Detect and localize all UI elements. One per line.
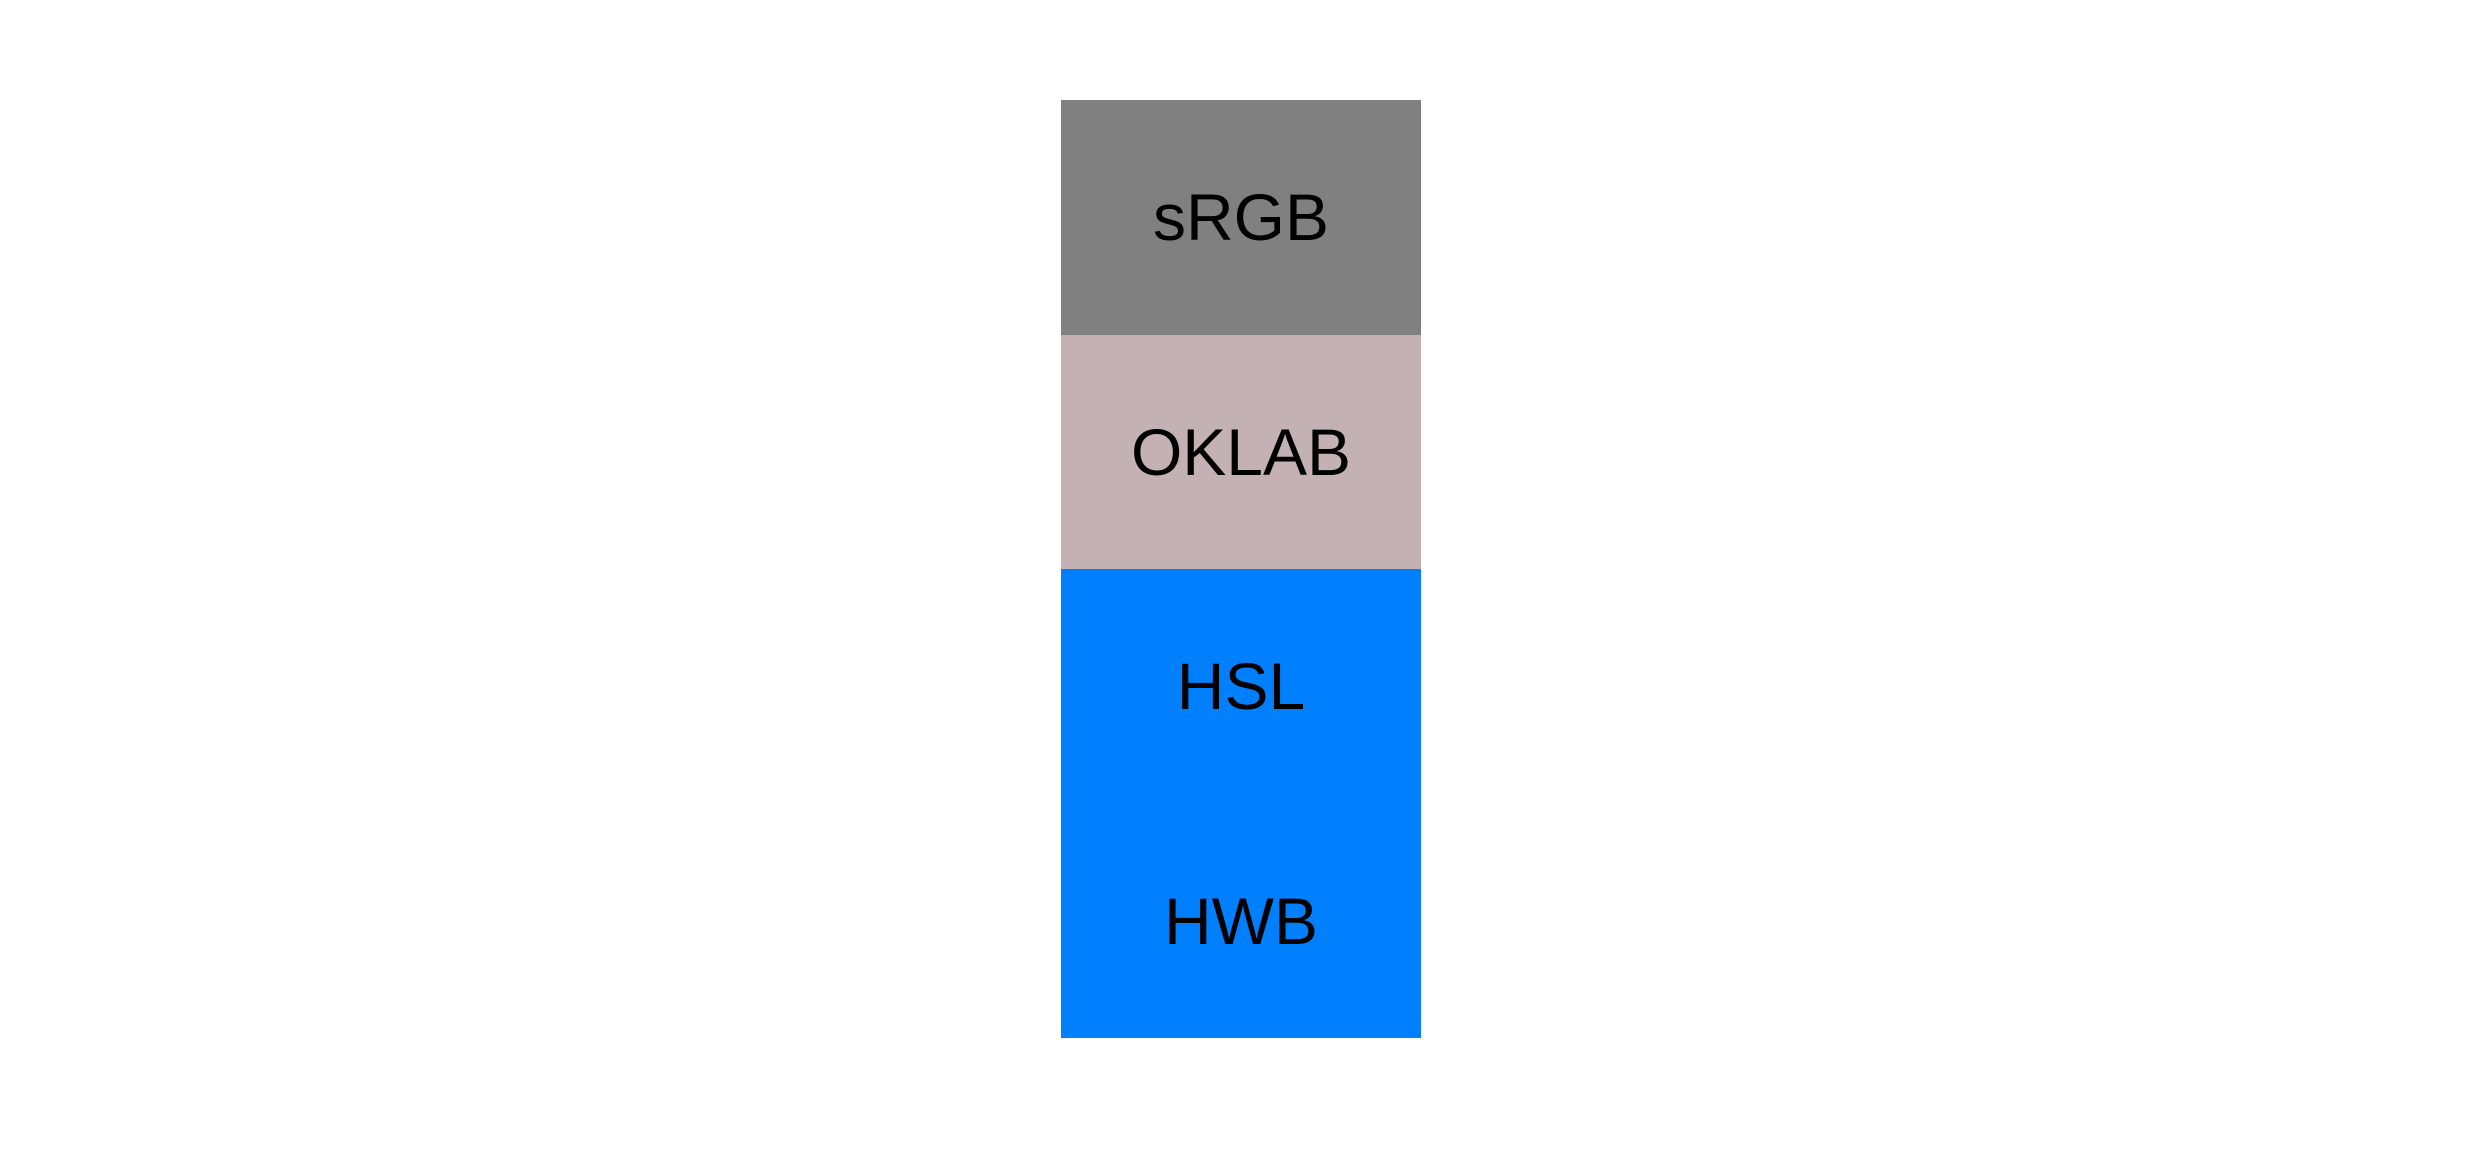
swatch-srgb: sRGB — [1061, 100, 1421, 335]
swatch-hsl: HSL — [1061, 569, 1421, 804]
swatch-label-hsl: HSL — [1176, 649, 1306, 724]
color-space-swatch-stack: sRGB OKLAB HSL HWB — [1061, 100, 1421, 1038]
swatch-label-srgb: sRGB — [1152, 180, 1330, 255]
swatch-label-oklab: OKLAB — [1130, 414, 1352, 489]
swatch-label-hwb: HWB — [1164, 883, 1318, 958]
swatch-hwb: HWB — [1061, 803, 1421, 1038]
swatch-oklab: OKLAB — [1061, 334, 1421, 569]
